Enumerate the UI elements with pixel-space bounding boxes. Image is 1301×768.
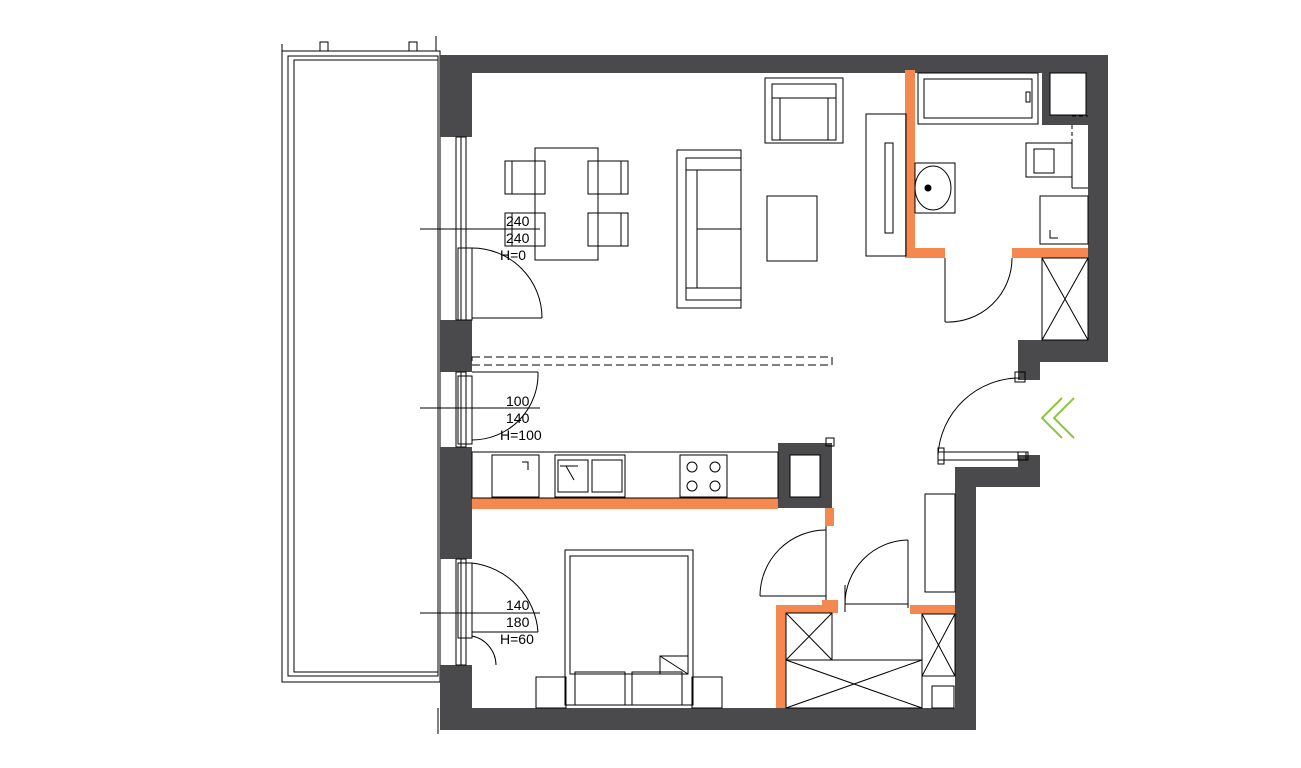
tv-cabinet <box>865 113 907 257</box>
dining-table-with-chairs <box>504 147 629 261</box>
sofa <box>676 149 742 309</box>
ventilation-shaft <box>1041 257 1089 341</box>
window-1-sill: H=0 <box>500 247 526 263</box>
fridge <box>491 454 540 498</box>
window-2-sill: H=100 <box>500 427 542 443</box>
bedroom-door <box>759 526 827 600</box>
wardrobe-door <box>844 539 909 612</box>
hallway-wardrobe <box>924 493 956 593</box>
toilet <box>1039 195 1089 245</box>
kitchen-counter <box>471 437 835 499</box>
window-3-height: 180 <box>506 614 530 630</box>
window-dimension-labels: 240 240 H=0 100 140 H=100 140 180 H=60 <box>500 213 542 647</box>
washbasin <box>914 162 956 214</box>
bathroom-door <box>944 257 1013 323</box>
window-frames <box>420 136 543 666</box>
kitchen-sink <box>554 454 626 498</box>
coffee-table <box>766 195 818 262</box>
armchair <box>764 77 844 144</box>
entrance-door <box>937 371 1029 465</box>
window-1-height: 240 <box>506 230 530 246</box>
double-bed <box>535 549 723 709</box>
bathtub <box>917 72 1039 125</box>
wall-voids <box>789 72 1087 709</box>
overhead-beam-dashed <box>471 356 833 366</box>
window-1-width: 240 <box>506 213 530 229</box>
storage-closets <box>785 612 956 709</box>
cooktop <box>679 454 728 498</box>
bathroom-fixtures <box>914 72 1089 245</box>
exterior-walls <box>440 55 1108 730</box>
window-2-height: 140 <box>506 410 530 426</box>
window-2-width: 100 <box>506 393 530 409</box>
window-3-sill: H=60 <box>500 631 534 647</box>
window-3-width: 140 <box>506 597 530 613</box>
balcony <box>281 36 441 683</box>
double-chevron-left-icon <box>1040 397 1075 439</box>
washing-machine <box>1025 142 1088 189</box>
interior-partitions <box>472 70 1088 708</box>
